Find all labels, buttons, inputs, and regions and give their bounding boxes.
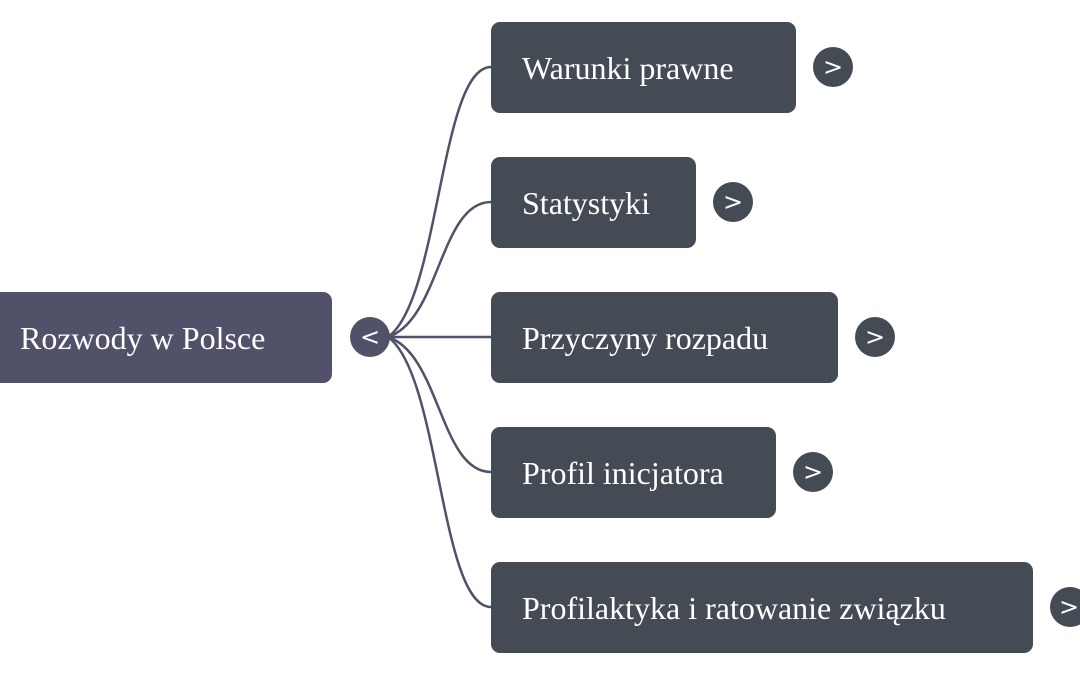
node-statystyki[interactable]: Statystyki: [491, 157, 696, 248]
chevron-right-icon: >: [822, 53, 844, 81]
chevron-right-icon: >: [864, 323, 886, 351]
connector-profilaktyka: [387, 335, 492, 609]
expand-toggle-przyczyny-rozpadu[interactable]: >: [855, 317, 895, 357]
connector-statystyki: [387, 200, 492, 339]
root-node-label: Rozwody w Polsce: [20, 319, 266, 356]
node-warunki-prawne[interactable]: Warunki prawne: [491, 22, 796, 113]
expand-toggle-warunki-prawne[interactable]: >: [813, 47, 853, 87]
chevron-left-icon: <: [359, 323, 381, 351]
node-label: Statystyki: [522, 184, 651, 221]
connector-profil-inicjatora: [387, 335, 492, 474]
chevron-right-icon: >: [1059, 593, 1080, 621]
node-profilaktyka[interactable]: Profilaktyka i ratowanie związku: [491, 562, 1033, 653]
chevron-right-icon: >: [722, 188, 744, 216]
node-label: Warunki prawne: [522, 49, 734, 86]
expand-toggle-profilaktyka[interactable]: >: [1050, 587, 1080, 627]
expand-toggle-statystyki[interactable]: >: [713, 182, 753, 222]
node-profil-inicjatora[interactable]: Profil inicjatora: [491, 427, 776, 518]
node-label: Profil inicjatora: [522, 454, 724, 491]
node-label: Przyczyny rozpadu: [522, 319, 769, 356]
collapse-toggle-root[interactable]: <: [350, 317, 390, 357]
chevron-right-icon: >: [802, 458, 824, 486]
connector-warunki-prawne: [387, 65, 492, 339]
node-label: Profilaktyka i ratowanie związku: [522, 589, 946, 626]
node-przyczyny-rozpadu[interactable]: Przyczyny rozpadu: [491, 292, 838, 383]
expand-toggle-profil-inicjatora[interactable]: >: [793, 452, 833, 492]
root-node[interactable]: Rozwody w Polsce: [0, 292, 332, 383]
